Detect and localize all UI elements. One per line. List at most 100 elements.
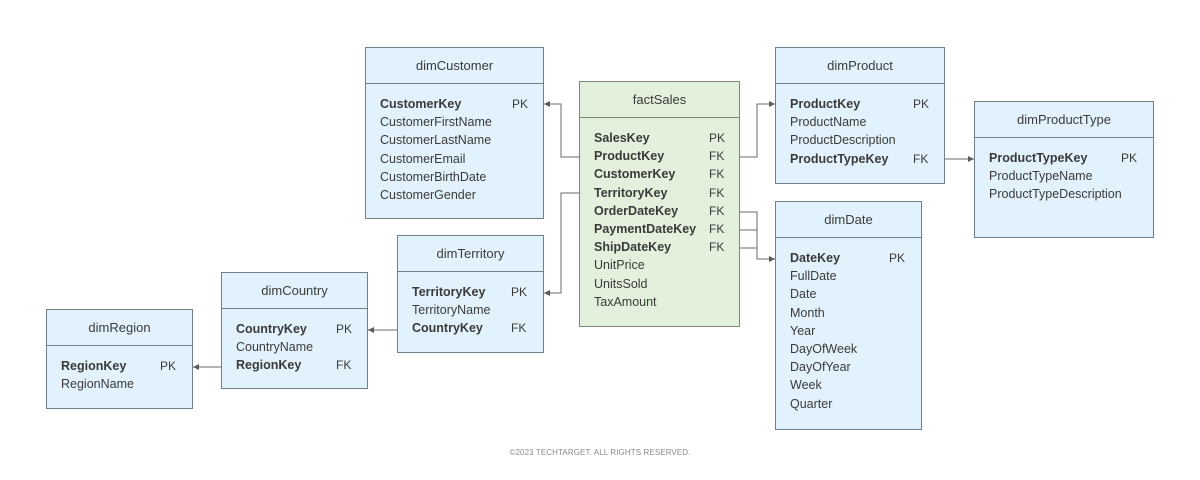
primary-key-badge: PK <box>336 322 353 336</box>
field-name: FullDate <box>790 269 837 284</box>
field-name: Week <box>790 378 822 393</box>
field-row: CountryKey FK <box>412 319 543 337</box>
field-name: DayOfYear <box>790 360 851 375</box>
field-name: DateKey <box>790 251 841 265</box>
field-name: CustomerLastName <box>380 133 492 148</box>
field-row: RegionKey FK <box>236 356 367 374</box>
field-name: ProductTypeName <box>989 169 1093 184</box>
primary-key-badge: PK <box>1121 151 1138 165</box>
field-row: ProductDescription <box>790 131 944 149</box>
field-name: CustomerKey <box>594 167 676 182</box>
field-name: TerritoryKey <box>412 285 486 299</box>
primary-key-badge: PK <box>160 359 177 373</box>
field-name: CustomerBirthDate <box>380 169 487 184</box>
field-row: CustomerLastName <box>380 131 543 149</box>
field-row: DayOfWeek <box>790 340 921 358</box>
field-name: UnitsSold <box>594 276 648 291</box>
table-title: dimRegion <box>47 310 192 346</box>
field-name: Quarter <box>790 396 833 411</box>
connector-order-date <box>740 211 775 262</box>
table-title: factSales <box>580 82 739 118</box>
field-name: CountryKey <box>236 322 307 336</box>
field-name: ProductKey <box>594 149 665 164</box>
field-name: TerritoryKey <box>594 185 668 200</box>
field-row: DayOfYear <box>790 358 921 376</box>
field-row: CountryName <box>236 338 367 356</box>
field-name: OrderDateKey <box>594 203 679 218</box>
field-row: CustomerGender <box>380 186 543 204</box>
field-name: Date <box>790 287 817 302</box>
table-title: dimCountry <box>222 273 367 309</box>
field-name: UnitPrice <box>594 258 645 273</box>
field-row: ProductTypeDescription <box>989 185 1153 203</box>
field-row: CountryKey PK <box>236 320 367 338</box>
field-name: TaxAmount <box>594 294 657 309</box>
table-title: dimProductType <box>975 102 1153 138</box>
field-row: Month <box>790 304 921 322</box>
field-row: CustomerKey FK <box>594 165 739 183</box>
field-row: TerritoryName <box>412 301 543 319</box>
field-row: SalesKey PK <box>594 129 739 147</box>
connector-territory <box>544 192 579 296</box>
field-name: ProductTypeKey <box>790 151 889 166</box>
primary-key-badge: PK <box>512 97 529 111</box>
primary-key-badge: PK <box>709 131 726 145</box>
field-name: CustomerGender <box>380 187 476 202</box>
table-title: dimCustomer <box>366 48 543 84</box>
foreign-key-badge: FK <box>709 240 725 255</box>
field-row: Year <box>790 322 921 340</box>
field-row: CustomerBirthDate <box>380 168 543 186</box>
foreign-key-badge: FK <box>709 185 725 200</box>
field-name: CountryName <box>236 340 314 355</box>
foreign-key-badge: FK <box>336 358 352 373</box>
copyright-notice: ©2023 TECHTARGET. ALL RIGHTS RESERVED. <box>509 448 691 457</box>
foreign-key-badge: FK <box>709 149 725 164</box>
primary-key-badge: PK <box>913 97 930 111</box>
foreign-key-badge: FK <box>709 203 725 218</box>
field-name: CustomerEmail <box>380 151 466 166</box>
field-row: ProductKey FK <box>594 147 739 165</box>
field-name: TerritoryName <box>412 303 491 318</box>
field-name: CustomerKey <box>380 97 462 111</box>
foreign-key-badge: FK <box>511 321 527 336</box>
field-row: OrderDateKey FK <box>594 202 739 220</box>
field-row: TerritoryKey FK <box>594 184 739 202</box>
field-name: ShipDateKey <box>594 240 672 255</box>
table-title: dimProduct <box>776 48 944 84</box>
foreign-key-badge: FK <box>709 167 725 182</box>
table-title: dimDate <box>776 202 921 238</box>
field-name: RegionName <box>61 377 134 392</box>
field-row: CustomerEmail <box>380 150 543 168</box>
table-dimcustomer: dimCustomer CustomerKey PK CustomerFirstNa… <box>365 47 544 219</box>
primary-key-badge: PK <box>889 251 906 265</box>
field-row: RegionName <box>61 375 192 393</box>
field-name: SalesKey <box>594 131 650 145</box>
field-name: RegionKey <box>236 358 302 373</box>
field-row: Date <box>790 285 921 303</box>
field-name: CustomerFirstName <box>380 115 492 130</box>
field-name: ProductName <box>790 115 867 130</box>
field-row: CustomerKey PK <box>380 95 543 113</box>
field-row: Quarter <box>790 395 921 413</box>
field-name: DayOfWeek <box>790 341 858 356</box>
field-name: CountryKey <box>412 321 483 336</box>
connector-product <box>740 101 775 158</box>
